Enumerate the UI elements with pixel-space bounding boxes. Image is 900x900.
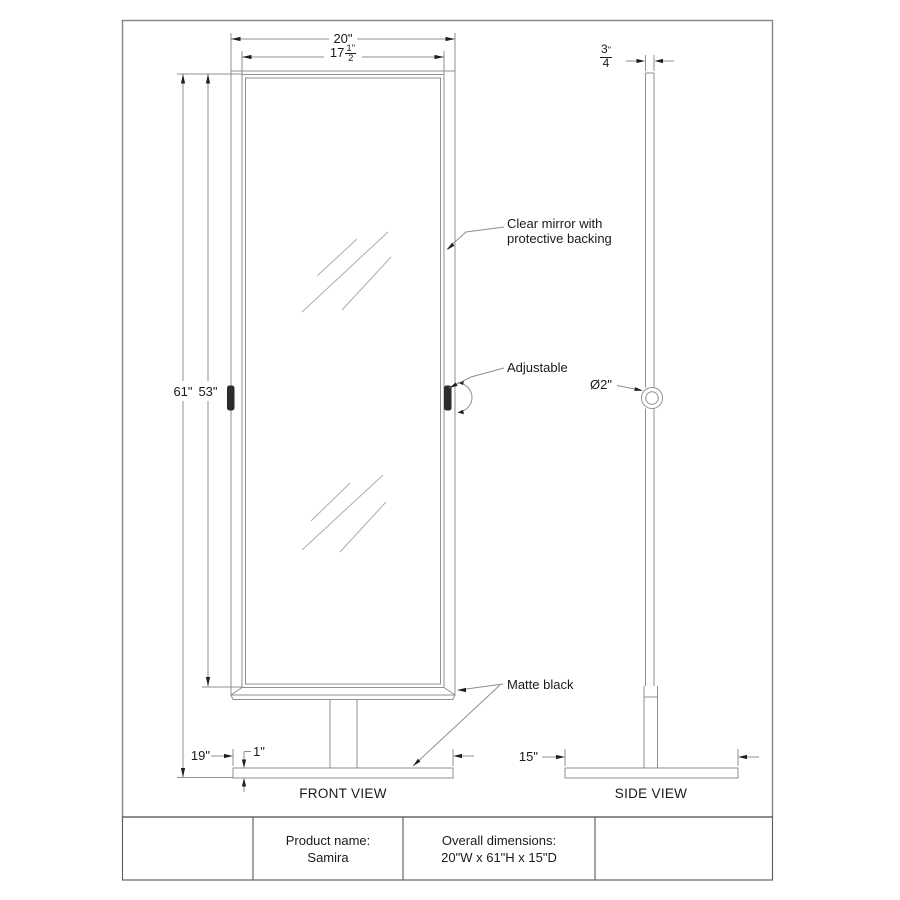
dim-front-base-width: 19": [190, 748, 210, 763]
dim-overall-height: 61": [173, 384, 193, 399]
front-view-mirror-frame: [230, 70, 456, 700]
dim-mirror-outer-width: 20": [333, 31, 353, 46]
dim-profile-thickness: 3"4: [599, 42, 612, 70]
title-block-grid: [121, 816, 774, 881]
dim-mirror-height: 53": [198, 384, 218, 399]
product-name-label: Product name:: [285, 832, 371, 848]
front-view-caption: FRONT VIEW: [299, 786, 387, 801]
product-name-value: Samira: [307, 849, 349, 865]
overall-dimensions-label: Overall dimensions:: [441, 832, 557, 848]
title-block-product-name: Product name:Samira: [253, 817, 403, 880]
mirror-reflection-hatch: [301, 231, 392, 553]
dim-pivot-diameter: Ø2": [590, 377, 612, 392]
note-matte-black: Matte black: [507, 677, 574, 692]
dim-side-base-depth: 15": [518, 749, 538, 764]
front-view-dimension-lines: [177, 33, 474, 792]
side-view-caption: SIDE VIEW: [614, 786, 688, 801]
drawing-border: [121, 19, 774, 818]
title-block-overall-dimensions: Overall dimensions:20"W x 61"H x 15"D: [403, 817, 595, 880]
overall-dimensions-value: 20"W x 61"H x 15"D: [441, 849, 557, 865]
front-view-stand: [232, 699, 454, 779]
side-view-dimension-lines: [542, 55, 759, 766]
pivot-circle: [641, 387, 663, 409]
note-adjustable: Adjustable: [507, 360, 568, 375]
fraction-stack: 1"2: [345, 43, 357, 64]
side-view-profile: [564, 72, 739, 779]
fraction-stack: 3"4: [600, 42, 612, 70]
fraction-whole: 17: [329, 45, 345, 60]
dim-base-thickness: 1": [253, 744, 265, 759]
tilt-knobs: [227, 380, 473, 415]
title-block-cell-empty-left: [122, 817, 253, 880]
title-block-cell-empty-right: [595, 817, 773, 880]
dimension-arrowheads: [180, 36, 747, 787]
